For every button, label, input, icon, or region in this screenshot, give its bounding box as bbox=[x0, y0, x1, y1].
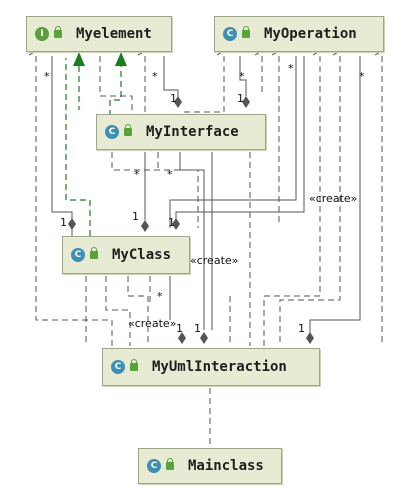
mult-many: * bbox=[152, 70, 158, 83]
create-label: «create» bbox=[128, 317, 176, 330]
mult-one: 1 bbox=[170, 92, 177, 105]
node-myinterface[interactable]: C MyInterface bbox=[96, 114, 266, 150]
lock-icon bbox=[90, 247, 98, 259]
lock-icon bbox=[124, 124, 132, 136]
mult-one: 1 bbox=[132, 210, 139, 223]
class-icon: C bbox=[105, 125, 119, 139]
lock-icon bbox=[242, 26, 250, 38]
lock-icon bbox=[54, 26, 62, 38]
node-label: MyUmlInteraction bbox=[152, 359, 287, 375]
lock-icon bbox=[166, 458, 174, 470]
main-class-icon: C bbox=[147, 459, 161, 473]
realization-edges bbox=[65, 52, 127, 236]
node-label: MyInterface bbox=[146, 124, 239, 140]
mult-one: 1 bbox=[298, 322, 305, 335]
stereotype-labels: «create» «create» «create» bbox=[128, 192, 357, 330]
node-myoperation[interactable]: C MyOperation bbox=[214, 16, 384, 52]
lock-icon bbox=[130, 359, 138, 371]
dependency-edges bbox=[36, 56, 383, 450]
node-label: MyOperation bbox=[264, 26, 357, 42]
mult-many: * bbox=[359, 70, 365, 83]
mult-many: * bbox=[288, 62, 294, 75]
mult-many: * bbox=[167, 168, 173, 181]
create-label: «create» bbox=[190, 254, 238, 267]
node-label: MyClass bbox=[112, 247, 172, 263]
class-icon: C bbox=[71, 248, 85, 262]
node-mainclass[interactable]: C Mainclass bbox=[138, 448, 282, 484]
class-icon: C bbox=[223, 27, 237, 41]
interface-icon: I bbox=[35, 27, 49, 41]
mult-one: 1 bbox=[237, 92, 244, 105]
mult-many: * bbox=[157, 290, 163, 303]
node-myumlinteraction[interactable]: C MyUmlInteraction bbox=[102, 348, 320, 386]
composition-diamonds bbox=[68, 96, 314, 344]
realization-arrowhead bbox=[73, 52, 85, 66]
create-label: «create» bbox=[309, 192, 357, 205]
node-myelement[interactable]: I Myelement bbox=[26, 16, 172, 52]
realization-arrowhead bbox=[115, 52, 127, 66]
mult-many: * bbox=[44, 70, 50, 83]
mult-one: 1 bbox=[176, 322, 183, 335]
multiplicity-labels: * * * * * * * * 1 1 1 1 1 1 1 1 bbox=[44, 62, 365, 335]
node-myclass[interactable]: C MyClass bbox=[62, 236, 190, 274]
mult-many: * bbox=[239, 70, 245, 83]
mult-one: 1 bbox=[60, 216, 67, 229]
node-label: Mainclass bbox=[188, 458, 264, 474]
class-icon: C bbox=[111, 360, 125, 374]
node-label: Myelement bbox=[76, 26, 152, 42]
mult-many: * bbox=[134, 168, 140, 181]
mult-one: 1 bbox=[168, 216, 175, 229]
mult-one: 1 bbox=[194, 322, 201, 335]
